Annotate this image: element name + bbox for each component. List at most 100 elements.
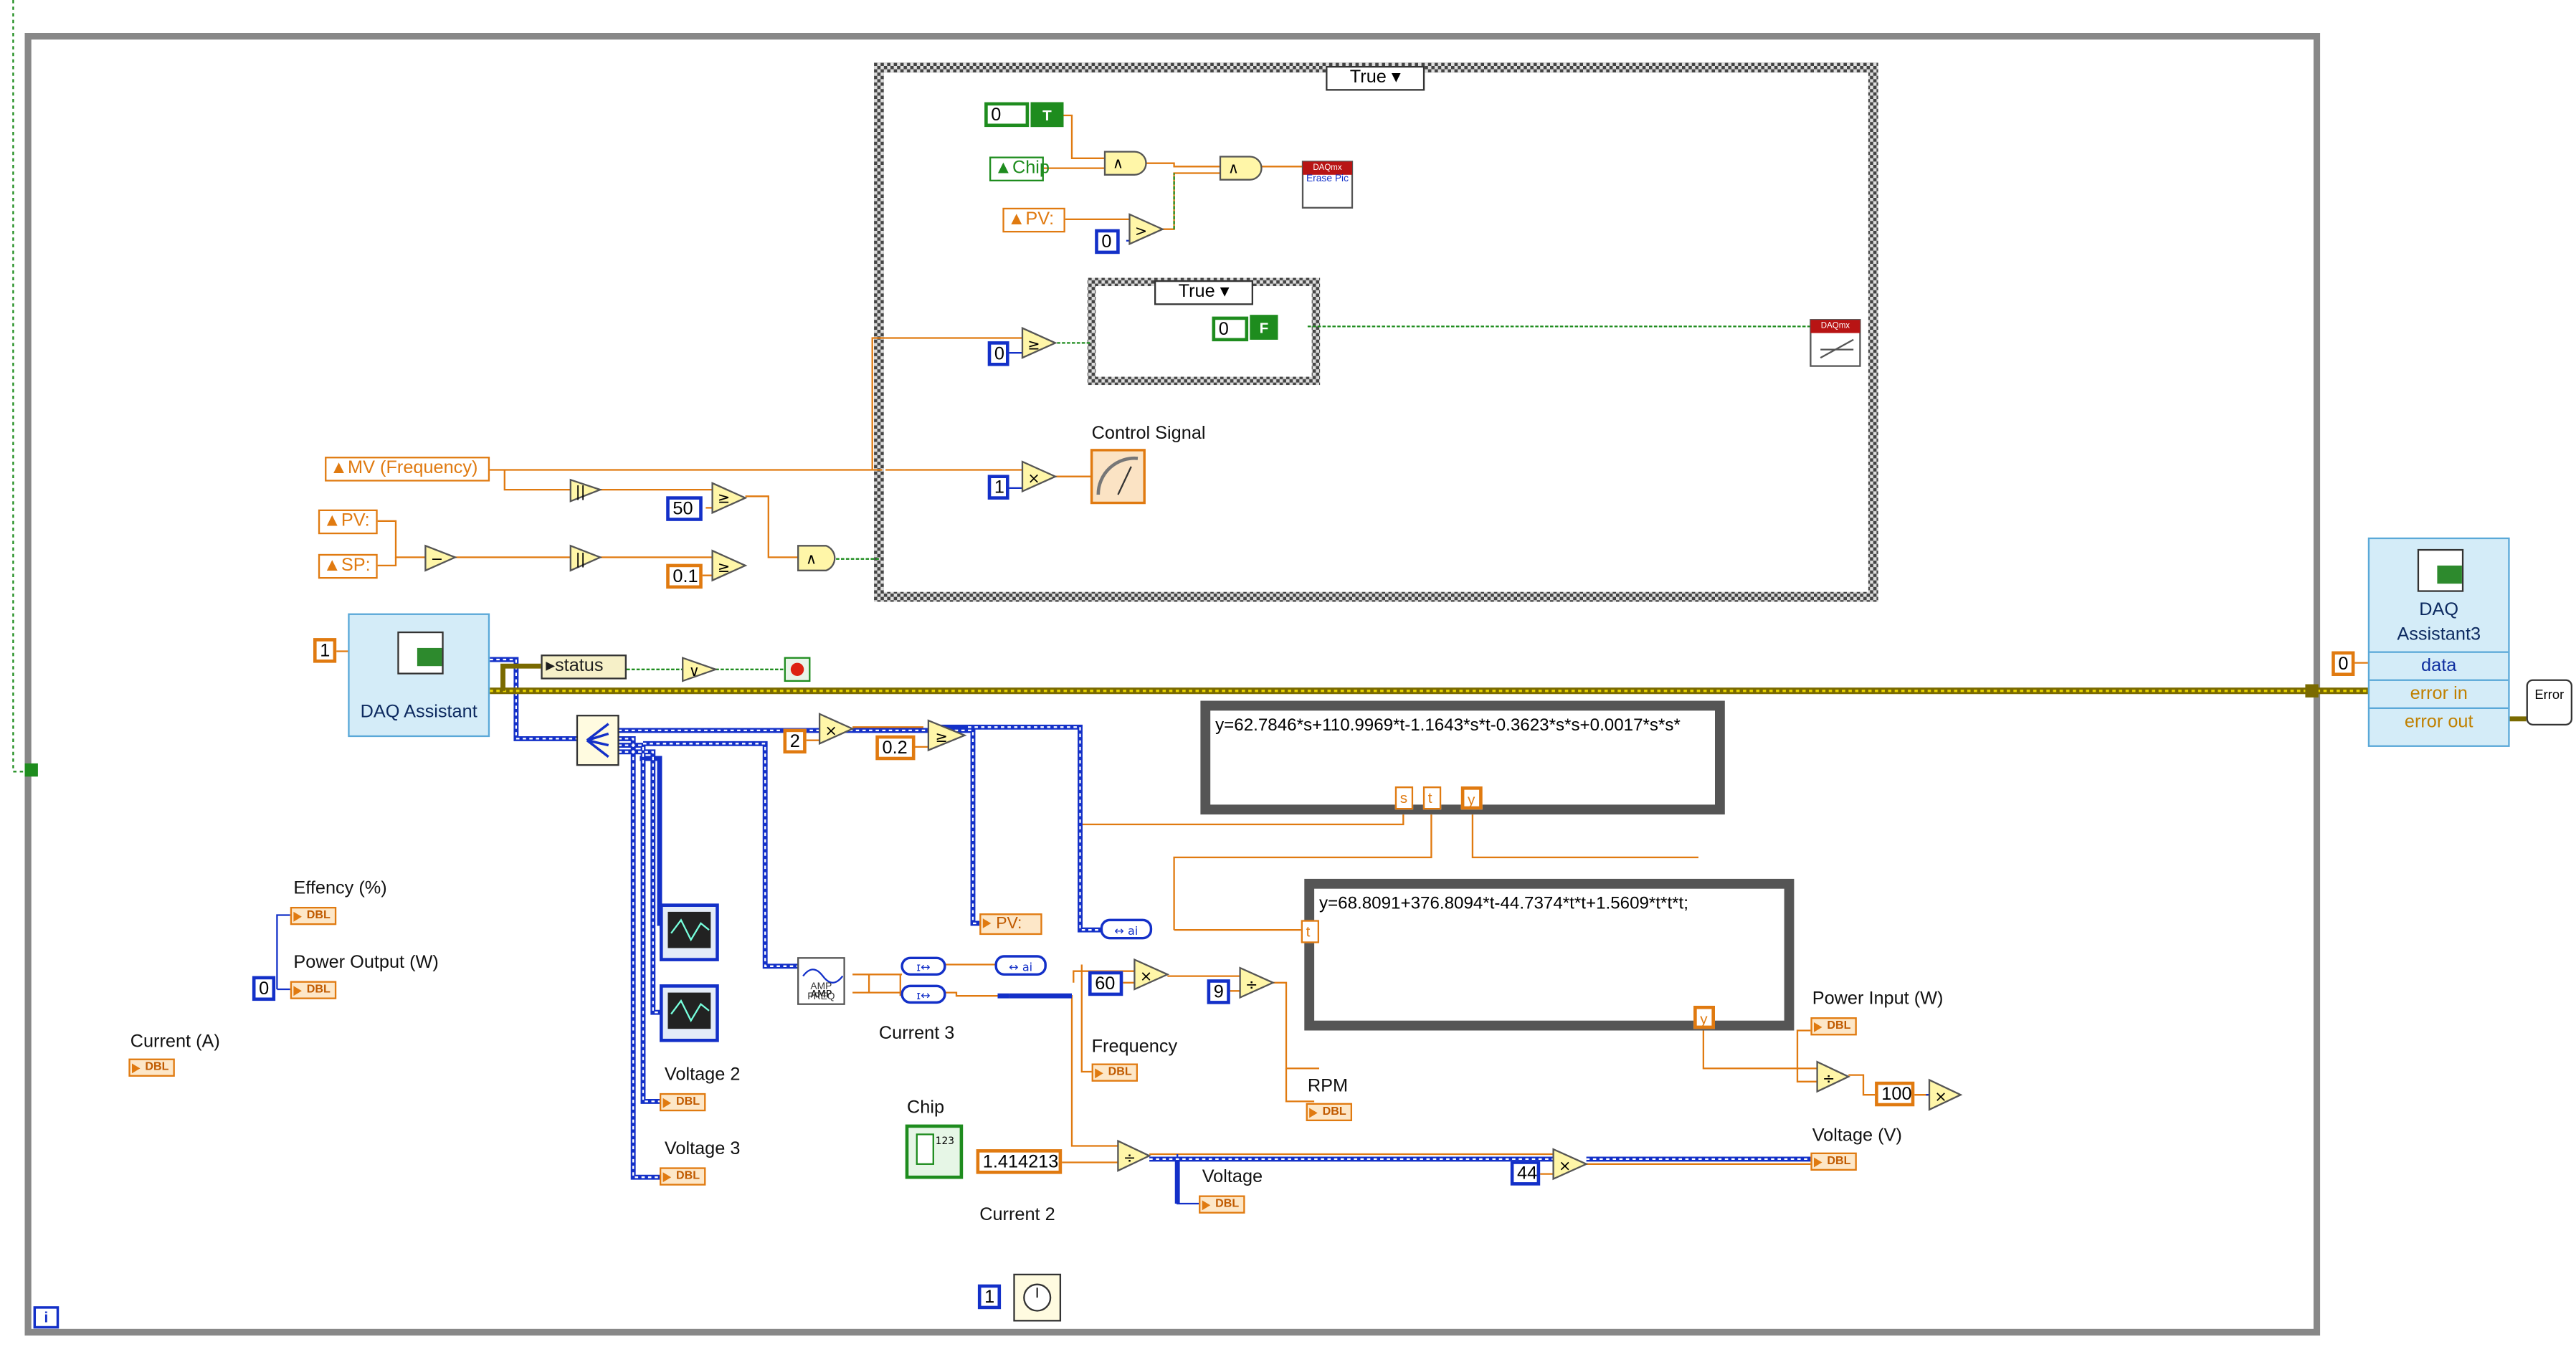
constant-9-text: 9	[1213, 982, 1224, 1003]
power-input-indicator[interactable]: DBL	[1810, 1017, 1857, 1036]
voltage-indicator[interactable]: DBL	[1199, 1195, 1245, 1214]
formula1-input-t[interactable]: t	[1422, 786, 1442, 810]
daq-assistant-node[interactable]: DAQ Assistant	[348, 613, 490, 738]
constant-1-414213[interactable]: 1.414213	[976, 1149, 1063, 1174]
frequency-indicator[interactable]: DBL	[1091, 1063, 1138, 1082]
constant-1-daq[interactable]: 1	[313, 638, 337, 663]
power-output-dbl: DBL	[306, 984, 331, 996]
error-handler-label: Error	[2534, 687, 2565, 703]
constant-2-text: 2	[789, 732, 800, 752]
daqmx-header-1-text: DAQmx	[1313, 163, 1342, 173]
voltage2-dbl: DBL	[676, 1096, 700, 1108]
case-selector-inner[interactable]: True ▾	[1154, 280, 1253, 305]
constant-44[interactable]: 44	[1510, 1161, 1541, 1186]
formula2-output-y[interactable]: y	[1693, 1006, 1715, 1029]
voltage2-indicator[interactable]: DBL	[660, 1093, 706, 1112]
sp-control-label: SP:	[341, 556, 371, 576]
pv-local-indicator[interactable]: PV:	[979, 913, 1042, 936]
daq3-data-terminal[interactable]: data	[2370, 651, 2509, 680]
power-output-indicator[interactable]: DBL	[290, 981, 337, 999]
chip-control[interactable]: ▲Chip	[989, 156, 1050, 181]
voltage-v-indicator[interactable]: DBL	[1810, 1152, 1857, 1171]
constant-60-text: 60	[1095, 974, 1116, 994]
power-input-dbl: DBL	[1827, 1020, 1851, 1032]
wait-node	[1013, 1273, 1062, 1322]
constant-0-2[interactable]: 0.2	[875, 735, 916, 761]
constant-0-daq3-text: 0	[2338, 655, 2349, 675]
error-handler-node[interactable]: Error	[2526, 679, 2572, 725]
daqmx-erase-node: Erase Pic	[1303, 175, 1352, 208]
constant-100[interactable]: 100	[1875, 1081, 1915, 1107]
constant-50-text: 50	[672, 499, 693, 520]
daq-assistant3-node[interactable]: DAQ Assistant3 data error in error out	[2367, 537, 2510, 747]
svg-text:÷: ÷	[1123, 1149, 1136, 1166]
constant-0-power[interactable]: 0	[252, 976, 276, 1001]
loop-iteration-terminal	[33, 1306, 60, 1329]
constant-0-1[interactable]: 0.1	[666, 563, 703, 589]
power-input-label: Power Input (W)	[1812, 989, 1944, 1009]
constant-1-daq-text: 1	[320, 641, 331, 662]
constant-60[interactable]: 60	[1088, 971, 1123, 996]
svg-text:∧: ∧	[1228, 160, 1239, 177]
formula1-input-s[interactable]: s	[1394, 786, 1414, 810]
svg-text:÷: ÷	[1245, 976, 1258, 993]
daq3-error-in-terminal[interactable]: error in	[2370, 679, 2509, 708]
constant-0-daq3[interactable]: 0	[2332, 651, 2355, 676]
control-signal-gauge	[1090, 449, 1146, 505]
constant-50[interactable]: 50	[666, 496, 703, 521]
pv-control-label: PV:	[341, 511, 370, 531]
chip-control-label: Chip	[1012, 158, 1050, 179]
svg-text:↔ ai: ↔ ai	[1114, 924, 1138, 938]
constant-1-wait[interactable]: 1	[977, 1284, 1002, 1310]
stop-indicator-node	[784, 657, 811, 682]
current-a-indicator[interactable]: DBL	[128, 1058, 175, 1077]
bool-F-constant[interactable]: F	[1250, 315, 1278, 340]
constant-1-control-text: 1	[994, 478, 1004, 498]
constant-0-inner[interactable]: 0	[987, 341, 1009, 366]
pv-control-outer[interactable]: ▲PV:	[1002, 207, 1065, 233]
mv-frequency-control[interactable]: ▲MV (Frequency)	[325, 457, 490, 482]
constant-0-inner-case-text: 0	[1218, 320, 1229, 340]
constant-0-inner-text: 0	[994, 344, 1004, 365]
svg-text:×: ×	[1559, 1157, 1571, 1174]
svg-text:×: ×	[1934, 1087, 1947, 1105]
chip-indicator-label: Chip	[907, 1098, 945, 1118]
effency-indicator[interactable]: DBL	[290, 907, 337, 925]
constant-0-top-text: 0	[991, 105, 1002, 125]
constant-9[interactable]: 9	[1207, 979, 1230, 1004]
constant-1-control[interactable]: 1	[987, 475, 1009, 500]
constant-0-power-text: 0	[259, 979, 270, 999]
control-signal-label: Control Signal	[1091, 424, 1206, 444]
bool-T-constant[interactable]: T	[1030, 102, 1064, 128]
case-selector-outer[interactable]: True ▾	[1326, 66, 1425, 91]
formula1-output-y-text: y	[1468, 791, 1475, 808]
constant-0-inner-case[interactable]: 0	[1212, 316, 1249, 342]
rpm-indicator[interactable]: DBL	[1306, 1103, 1352, 1121]
formula1-input-s-text: s	[1399, 789, 1408, 806]
current3-label: Current 3	[878, 1024, 955, 1044]
constant-1-414213-text: 1.414213	[982, 1152, 1059, 1173]
error-cluster-wire	[490, 663, 2527, 722]
constant-0-2-text: 0.2	[882, 738, 908, 758]
pv-control[interactable]: ▲PV:	[318, 509, 378, 535]
formula-node-2[interactable]: y=68.8091+376.8094*t-44.7374*t*t+1.5609*…	[1304, 878, 1795, 1031]
formula1-output-y[interactable]: y	[1460, 786, 1483, 810]
graph-indicators	[659, 903, 719, 1042]
voltage-v-dbl: DBL	[1827, 1156, 1851, 1168]
sp-control[interactable]: ▲SP:	[318, 553, 378, 579]
formula2-input-t[interactable]: t	[1301, 920, 1319, 943]
constant-0-pv-compare[interactable]: 0	[1095, 229, 1120, 254]
svg-text:ɪ↔: ɪ↔	[916, 989, 930, 1002]
daqmx-erase-label: Erase Pic	[1306, 174, 1349, 185]
voltage-v-label: Voltage (V)	[1812, 1125, 1902, 1146]
function-glyphs: || ≥ − || ≥ ∧ ≥ × ∧ ∧ > ∨ × ≥ × ÷ ÷ × ÷ …	[431, 155, 1947, 1174]
constant-2[interactable]: 2	[783, 728, 807, 754]
voltage3-indicator[interactable]: DBL	[660, 1167, 706, 1186]
status-unbundle[interactable]: ▸status	[541, 655, 627, 680]
constant-0-top[interactable]: 0	[984, 102, 1030, 128]
svg-text:×: ×	[1027, 470, 1040, 487]
voltage3-label: Voltage 3	[664, 1139, 741, 1159]
bool-T-text: T	[1042, 107, 1052, 124]
daq3-error-out-terminal[interactable]: error out	[2370, 707, 2509, 736]
